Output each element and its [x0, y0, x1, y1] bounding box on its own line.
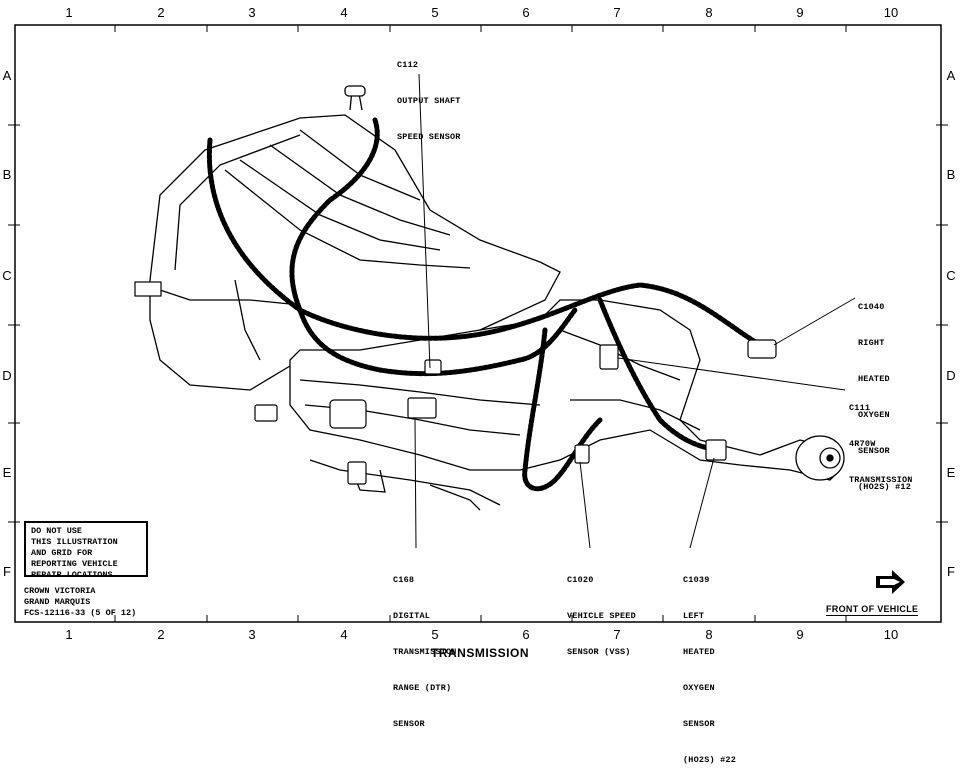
- warning-line: REPORTING VEHICLE: [31, 559, 118, 569]
- callout-c1039: C1039 LEFT HEATED OXYGEN SENSOR (HO2S) #…: [683, 550, 736, 778]
- callout-line: SENSOR: [393, 719, 425, 729]
- callout-line: C1040: [858, 302, 885, 312]
- grid-col-label: 2: [157, 5, 165, 20]
- callout-line: C1020: [567, 575, 594, 585]
- grid-row-label: A: [946, 68, 956, 83]
- callout-c1020: C1020 VEHICLE SPEED SENSOR (VSS): [567, 550, 636, 670]
- callout-line: SENSOR: [858, 446, 890, 456]
- callout-line: RANGE (DTR): [393, 683, 452, 693]
- grid-col-label: 3: [248, 5, 256, 20]
- grid-col-label: 5: [431, 627, 439, 642]
- callout-line: DIGITAL: [393, 611, 431, 621]
- grid-row-label: C: [946, 268, 956, 283]
- callout-line: C111: [849, 403, 871, 413]
- callout-line: OXYGEN: [858, 410, 890, 420]
- grid-col-label: 9: [796, 627, 804, 642]
- callout-line: VEHICLE SPEED: [567, 611, 636, 621]
- callout-line: SENSOR: [683, 719, 715, 729]
- diagram-border: [14, 24, 942, 623]
- callout-line: C112: [397, 60, 419, 70]
- vehicle-ref-line: FCS-12116-33 (5 OF 12): [24, 608, 137, 618]
- grid-row-label: F: [947, 564, 955, 579]
- grid-ticks: [8, 25, 948, 622]
- grid-row-label: E: [946, 465, 956, 480]
- callout-line: C1039: [683, 575, 710, 585]
- warning-line: REPAIR LOCATIONS: [31, 570, 113, 580]
- grid-row-label: A: [2, 68, 12, 83]
- grid-col-label: 6: [522, 627, 530, 642]
- callout-line: 4R70W: [849, 439, 876, 449]
- front-of-vehicle-arrow: [876, 570, 905, 594]
- warning-box: DO NOT USE THIS ILLUSTRATION AND GRID FO…: [24, 521, 148, 580]
- callout-line: TRANSMISSION: [393, 647, 457, 657]
- warning-line: AND GRID FOR: [31, 548, 93, 558]
- diagram-canvas: [8, 24, 948, 623]
- grid-col-label: 7: [613, 627, 621, 642]
- callout-line: SPEED SENSOR: [397, 132, 461, 142]
- callout-line: HEATED: [858, 374, 890, 384]
- grid-col-label: 8: [705, 627, 713, 642]
- callout-c1040: C1040 RIGHT HEATED OXYGEN SENSOR (HO2S) …: [858, 277, 911, 505]
- grid-row-label: D: [2, 368, 12, 383]
- grid-row-label: B: [2, 167, 12, 182]
- grid-row-label: E: [2, 465, 12, 480]
- grid-col-label: 4: [340, 5, 348, 20]
- callout-line: SENSOR (VSS): [567, 647, 631, 657]
- grid-col-label: 6: [522, 5, 530, 20]
- grid-col-label: 4: [340, 627, 348, 642]
- leader-lines: [414, 73, 856, 549]
- diagram-title: TRANSMISSION: [430, 646, 529, 660]
- grid-col-label: 1: [65, 5, 73, 20]
- transmission-illustration: [149, 85, 845, 511]
- vehicle-reference: CROWN VICTORIA GRAND MARQUIS FCS-12116-3…: [24, 586, 136, 619]
- front-of-vehicle-label: FRONT OF VEHICLE: [826, 604, 919, 616]
- grid-row-label: B: [946, 167, 956, 182]
- connectors: [134, 281, 777, 485]
- callout-line: OXYGEN: [683, 683, 715, 693]
- grid-col-label: 9: [796, 5, 804, 20]
- callout-c112: C112 OUTPUT SHAFT SPEED SENSOR: [397, 35, 461, 155]
- callout-line: RIGHT: [858, 338, 885, 348]
- grid-row-label: F: [3, 564, 11, 579]
- warning-line: THIS ILLUSTRATION: [31, 537, 118, 547]
- grid-col-label: 7: [613, 5, 621, 20]
- grid-row-label: C: [2, 268, 12, 283]
- callout-line: OUTPUT SHAFT: [397, 96, 461, 106]
- grid-col-label: 1: [65, 627, 73, 642]
- grid-col-label: 3: [248, 627, 256, 642]
- grid-col-label: 10: [883, 5, 899, 20]
- callout-c111: C111 4R70W TRANSMISSION: [849, 378, 913, 498]
- callout-line: HEATED: [683, 647, 715, 657]
- grid-row-label: D: [946, 368, 956, 383]
- warning-line: DO NOT USE: [31, 526, 83, 536]
- grid-col-label: 8: [705, 5, 713, 20]
- callout-line: LEFT: [683, 611, 705, 621]
- callout-line: TRANSMISSION: [849, 475, 913, 485]
- grid-col-label: 2: [157, 627, 165, 642]
- grid-col-label: 10: [883, 627, 899, 642]
- callout-line: (HO2S) #12: [858, 482, 912, 492]
- vehicle-ref-line: GRAND MARQUIS: [24, 597, 91, 607]
- grid-col-label: 5: [431, 5, 439, 20]
- callout-line: (HO2S) #22: [683, 755, 737, 765]
- vehicle-ref-line: CROWN VICTORIA: [24, 586, 96, 596]
- callout-line: C168: [393, 575, 415, 585]
